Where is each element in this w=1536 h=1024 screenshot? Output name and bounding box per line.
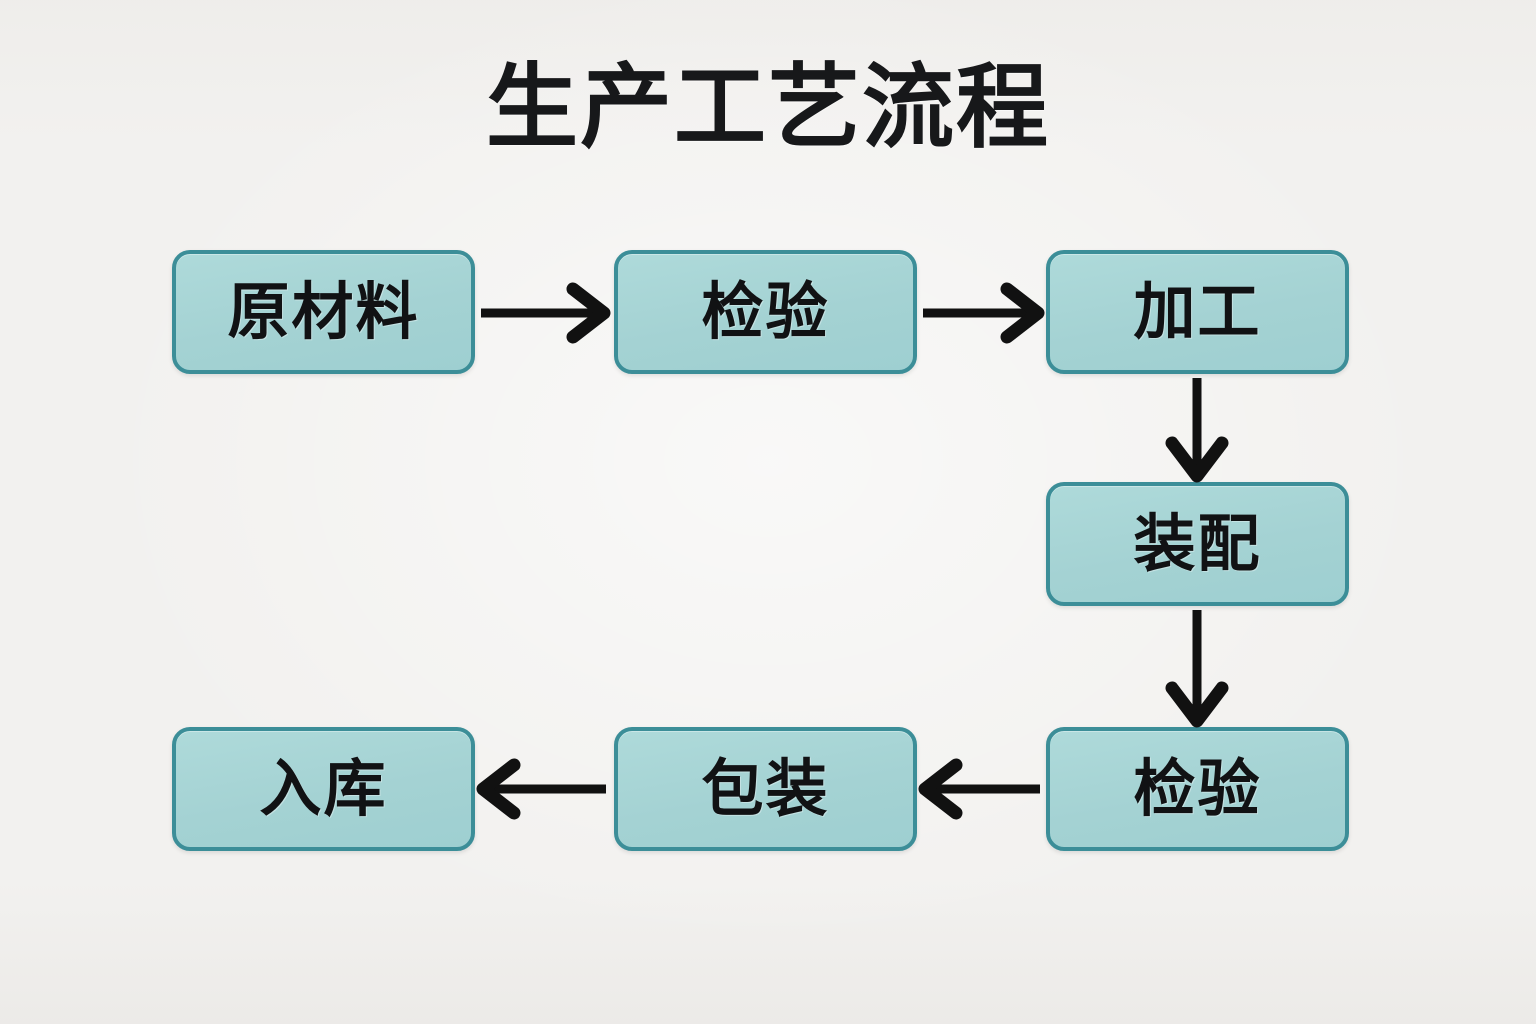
node-label: 加工 [1133, 275, 1262, 348]
page-title: 生产工艺流程 [485, 54, 1050, 161]
node-label: 检验 [701, 275, 830, 348]
node-label: 装配 [1133, 507, 1262, 580]
node-raw-material[interactable]: 原材料 [172, 250, 475, 374]
arrowhead-right-2 [1000, 282, 1045, 344]
arrowhead-down-1 [1165, 436, 1229, 483]
node-inspection-1[interactable]: 检验 [614, 250, 917, 374]
arrowhead-down-2 [1165, 681, 1229, 728]
node-storage[interactable]: 入库 [172, 727, 475, 851]
node-assembly[interactable]: 装配 [1046, 482, 1349, 606]
arrowhead-left-1 [918, 758, 963, 820]
node-inspection-2[interactable]: 检验 [1046, 727, 1349, 851]
node-label: 原材料 [227, 275, 420, 348]
node-label: 检验 [1133, 752, 1262, 825]
node-label: 包装 [701, 752, 830, 825]
node-processing[interactable]: 加工 [1046, 250, 1349, 374]
arrowhead-right-1 [566, 282, 611, 344]
node-label: 入库 [259, 752, 388, 825]
arrowhead-left-2 [476, 758, 521, 820]
node-packaging[interactable]: 包装 [614, 727, 917, 851]
